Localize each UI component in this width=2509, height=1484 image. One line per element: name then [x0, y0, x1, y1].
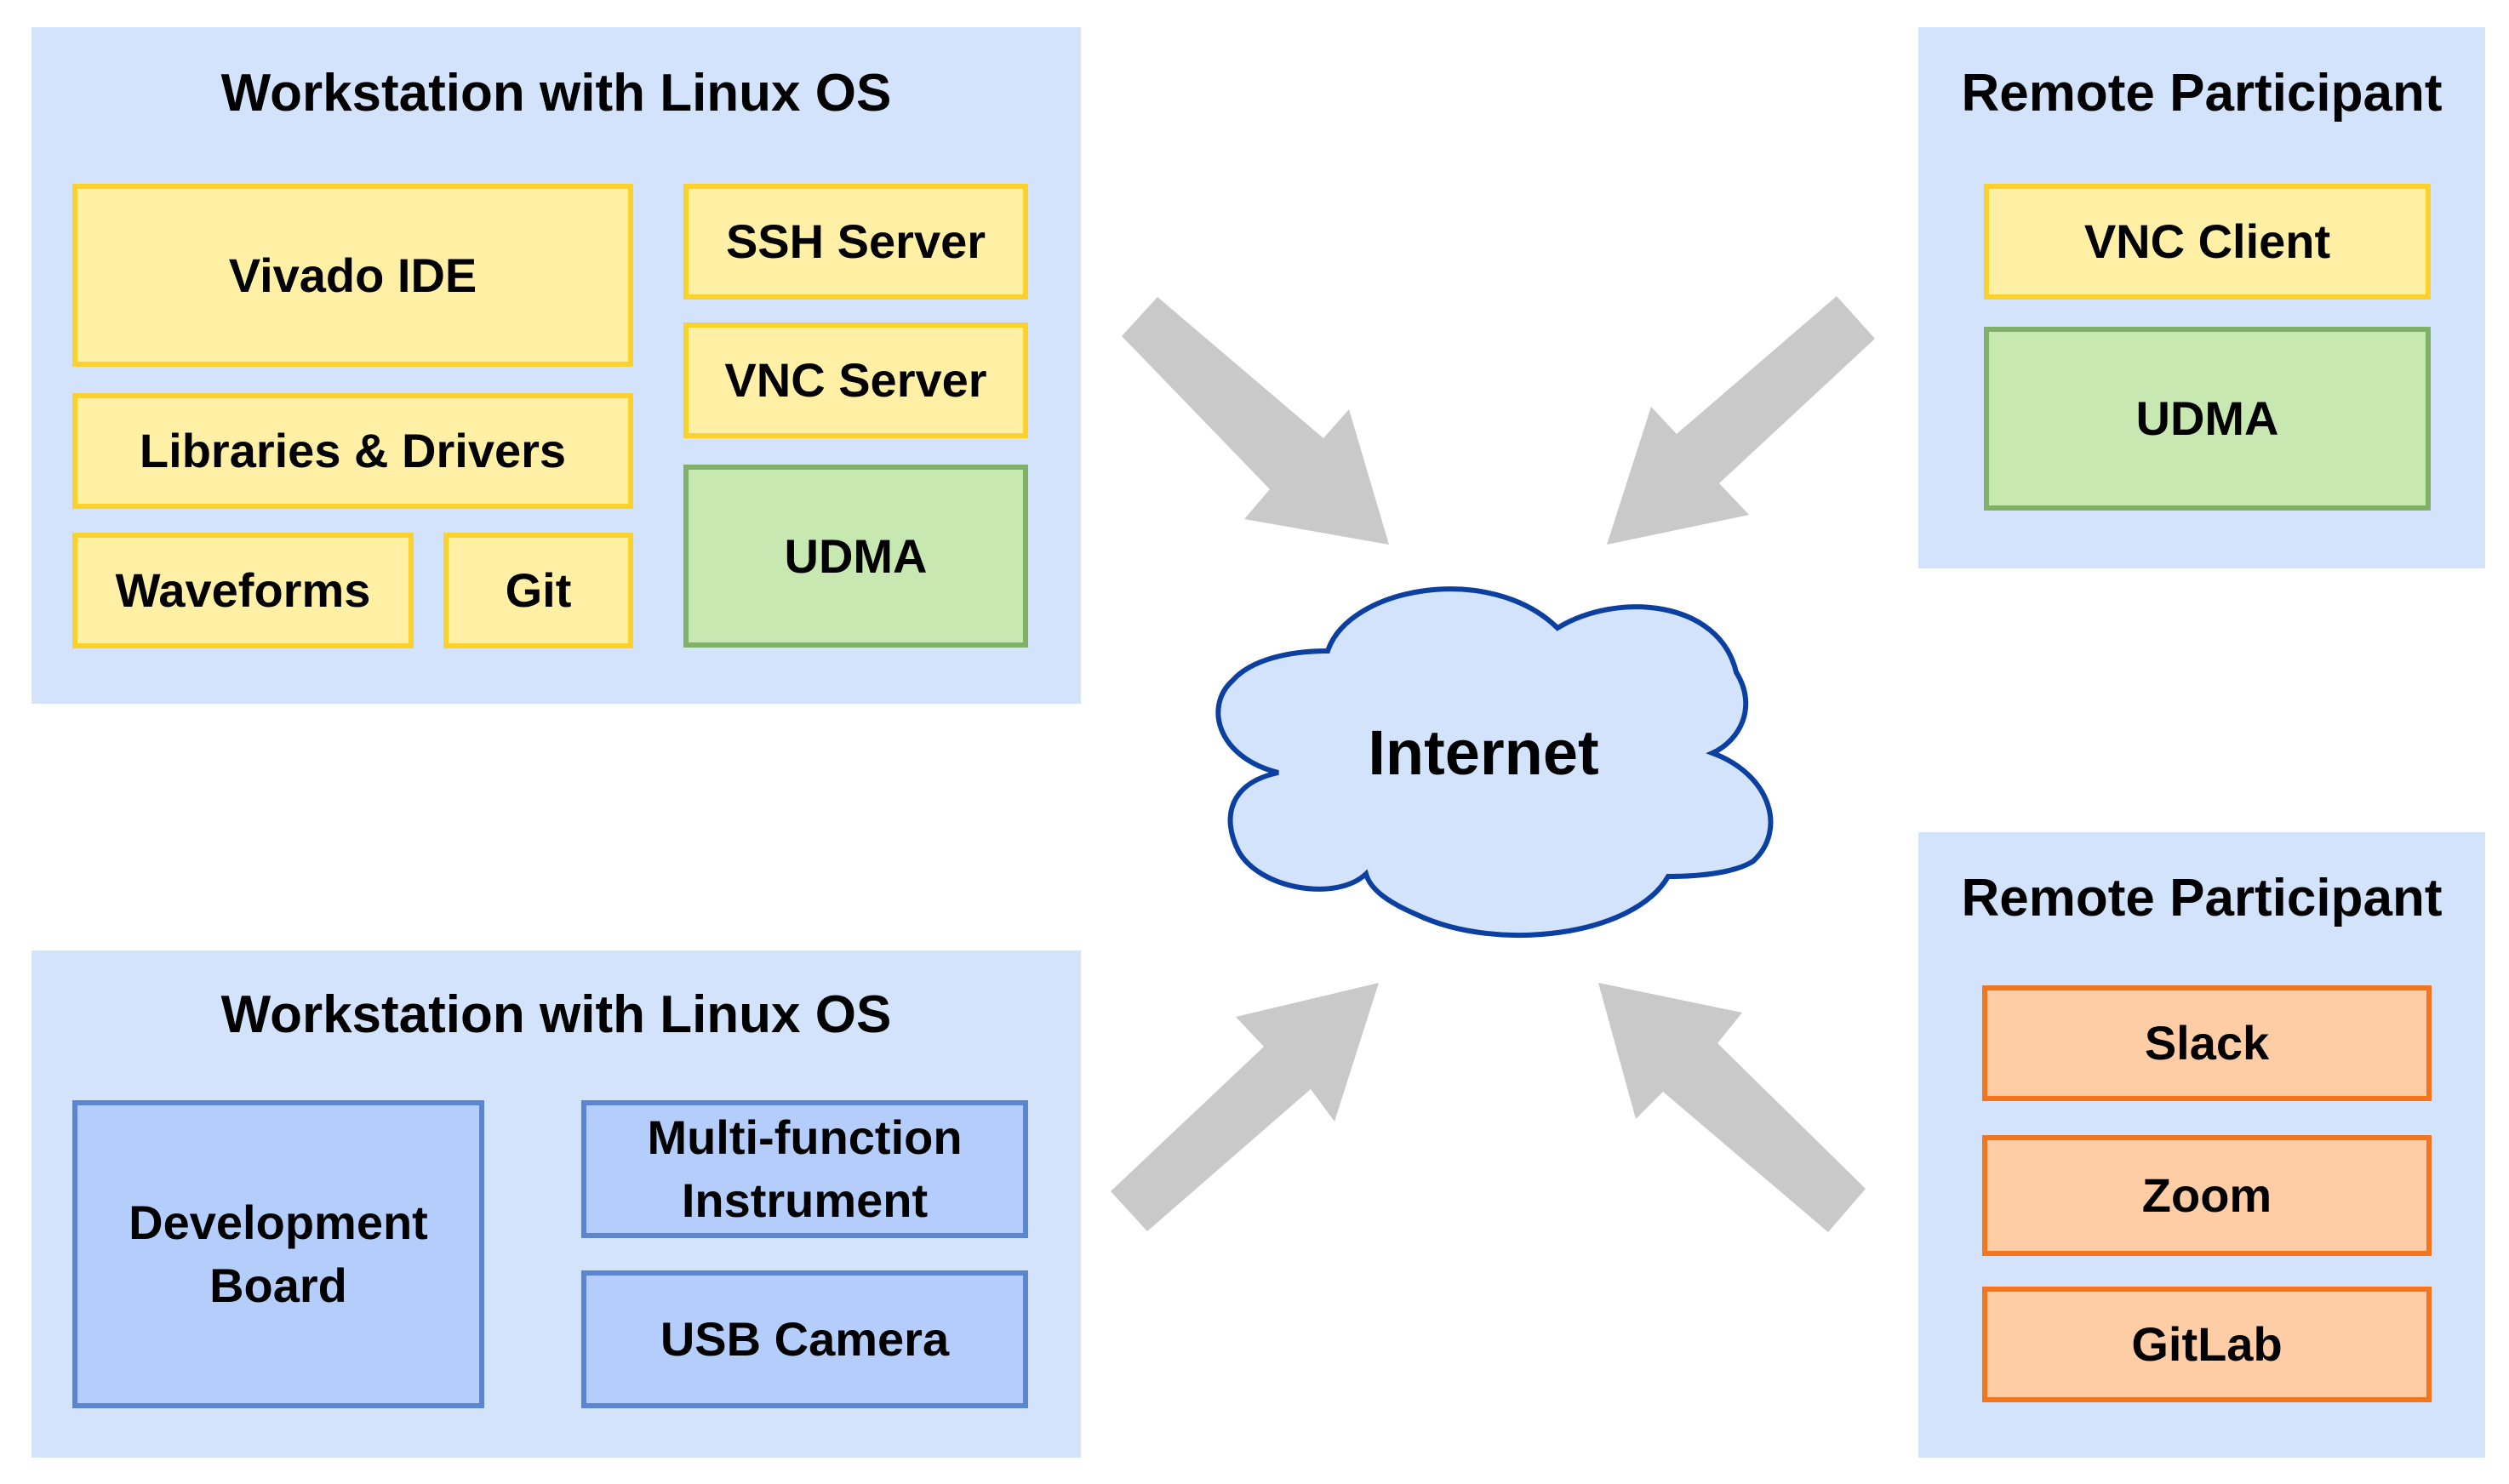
git-box: Git — [443, 533, 633, 648]
workstation-bottom-title: Workstation with Linux OS — [220, 985, 892, 1044]
remote-participant-top-panel: Remote Participant VNC Client UDMA — [1918, 27, 2485, 568]
vnc-server-box: VNC Server — [683, 322, 1028, 438]
remote-participant-top-title: Remote Participant — [1961, 64, 2443, 123]
workstation-bottom-panel: Workstation with Linux OS Development Bo… — [31, 950, 1081, 1458]
multi-function-instrument-box: Multi-function Instrument — [581, 1100, 1028, 1238]
usb-camera-box: USB Camera — [581, 1270, 1028, 1408]
udma-box-remote: UDMA — [1984, 327, 2431, 511]
arrow-remote-top-to-internet — [1607, 296, 1875, 545]
gitlab-box: GitLab — [1982, 1287, 2432, 1402]
internet-cloud — [1215, 586, 1774, 939]
workstation-top-title: Workstation with Linux OS — [220, 64, 892, 123]
remote-participant-bottom-panel: Remote Participant Slack Zoom GitLab — [1918, 832, 2485, 1458]
development-board-line2: Board — [209, 1259, 347, 1312]
development-board-line1: Development — [129, 1196, 428, 1249]
arrow-workstation-bottom-to-internet — [1111, 983, 1379, 1231]
vnc-client-box: VNC Client — [1984, 184, 2431, 300]
multi-function-instrument-line2: Instrument — [681, 1173, 929, 1227]
ssh-server-box: SSH Server — [683, 184, 1028, 300]
udma-box-workstation: UDMA — [683, 465, 1028, 648]
vivado-ide-box: Vivado IDE — [72, 184, 633, 367]
arrow-workstation-top-to-internet — [1122, 297, 1389, 545]
arrow-remote-bottom-to-internet — [1598, 983, 1866, 1232]
slack-box: Slack — [1982, 985, 2432, 1101]
libraries-drivers-box: Libraries & Drivers — [72, 393, 633, 509]
internet-label: Internet — [1368, 717, 1598, 788]
remote-participant-bottom-title: Remote Participant — [1961, 869, 2443, 928]
multi-function-instrument-line1: Multi-function — [647, 1110, 963, 1164]
workstation-top-panel: Workstation with Linux OS Vivado IDE SSH… — [31, 27, 1081, 704]
waveforms-box: Waveforms — [72, 533, 414, 648]
development-board-box: Development Board — [72, 1100, 484, 1408]
zoom-box: Zoom — [1982, 1135, 2432, 1256]
